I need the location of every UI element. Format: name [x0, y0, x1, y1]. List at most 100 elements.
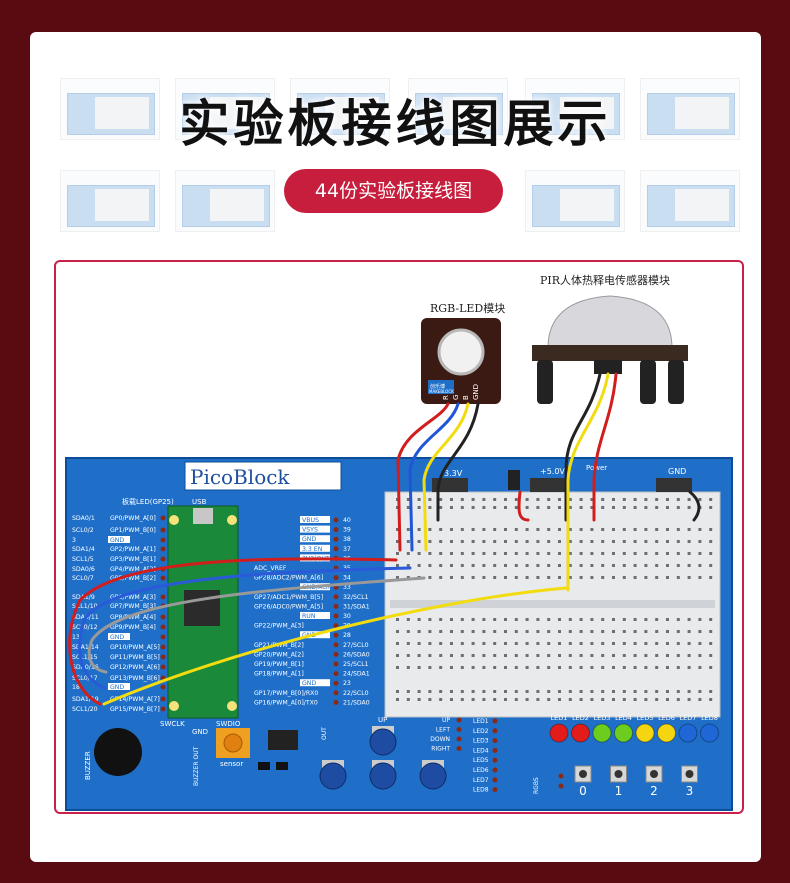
breadboard-hole: [504, 498, 507, 501]
breadboard-hole: [514, 666, 518, 669]
breadboard-hole: [622, 698, 626, 701]
breadboard-hole: [471, 666, 475, 669]
key-cap[interactable]: [650, 770, 658, 778]
pin-header: [160, 515, 166, 521]
breadboard-hole: [525, 552, 529, 555]
breadboard-hole: [504, 528, 507, 531]
breadboard-hole: [536, 618, 540, 621]
breadboard-hole: [439, 618, 443, 621]
pin-header: [160, 575, 166, 581]
key-cap[interactable]: [579, 770, 587, 778]
breadboard-hole: [622, 690, 626, 693]
breadboard-hole: [601, 642, 605, 645]
breadboard-hole: [460, 618, 464, 621]
led-label: LED3: [594, 714, 611, 722]
breadboard-hole: [676, 630, 680, 633]
pin-number: SCL1/15: [72, 654, 98, 661]
breadboard-hole: [482, 698, 486, 701]
breadboard-hole: [558, 654, 561, 657]
breadboard-hole: [579, 564, 583, 567]
breadboard-hole: [655, 506, 659, 509]
wires: [68, 372, 701, 706]
wire-gp-blue: [78, 566, 412, 690]
breadboard-hole: [558, 666, 561, 669]
breadboard-hole: [666, 540, 669, 543]
breadboard-hole: [396, 618, 399, 621]
breadboard-hole: [601, 564, 605, 567]
breadboard-hole: [558, 630, 561, 633]
breadboard-hole: [450, 654, 453, 657]
breadboard-hole: [644, 618, 648, 621]
pin-number: SDA0/1: [72, 515, 95, 522]
breadboard-hole: [568, 564, 572, 567]
subtitle-badge: 44份实验板接线图: [284, 169, 503, 213]
pin-header: [333, 623, 339, 629]
wire-pir-out: [566, 372, 610, 592]
breadboard-hole: [601, 690, 605, 693]
gnd-tag: [108, 536, 130, 543]
breadboard-hole: [406, 498, 410, 501]
pin-name: GP13/PWM_B[6]: [110, 675, 160, 682]
breadboard-hole: [514, 690, 518, 693]
breadboard-hole: [417, 528, 421, 531]
breadboard-hole: [676, 498, 680, 501]
breadboard-hole: [579, 552, 583, 555]
breadboard-hole: [439, 698, 443, 701]
breadboard-hole: [471, 498, 475, 501]
breadboard-hole: [504, 576, 507, 579]
led-label: LED6: [658, 714, 675, 722]
button-left[interactable]: [319, 762, 347, 790]
breadboard-hole: [514, 576, 518, 579]
breadboard-hole: [612, 528, 615, 531]
pin-name: GP3/PWM_B[1]: [110, 556, 156, 563]
ic-chip: [268, 730, 298, 750]
breadboard-hole: [644, 552, 648, 555]
breadboard-hole: [568, 528, 572, 531]
pin-number: 34: [343, 575, 351, 582]
breadboard-hole: [655, 654, 659, 657]
wire-pir-vcc: [592, 372, 618, 522]
pin-name: GND: [110, 634, 124, 641]
gnd-tag: [108, 683, 130, 690]
breadboard-hole: [655, 666, 659, 669]
key-cap[interactable]: [685, 770, 694, 778]
led-3: [592, 723, 612, 743]
breadboard-hole: [396, 654, 399, 657]
led-label: LED1: [551, 714, 568, 722]
breadboard-hole: [504, 654, 507, 657]
key-cap[interactable]: [614, 770, 623, 778]
breadboard-hole: [536, 564, 540, 567]
pin-header: [333, 661, 339, 667]
button-down[interactable]: [369, 762, 397, 790]
potentiometer-knob[interactable]: [223, 733, 243, 753]
breadboard-hole: [406, 630, 410, 633]
breadboard-hole: [525, 698, 529, 701]
pin-name: GP16/PWM_A[0]/TX0: [254, 699, 318, 706]
breadboard-hole: [644, 698, 648, 701]
led-pin-label: LED8: [473, 787, 489, 794]
breadboard-hole: [439, 498, 443, 501]
breadboard-hole: [655, 618, 659, 621]
breadboard-hole: [709, 506, 713, 509]
button-up[interactable]: [369, 728, 397, 756]
breadboard-hole: [493, 630, 497, 633]
breadboard-hole: [655, 690, 659, 693]
led-pin-label: LED6: [473, 767, 489, 774]
breadboard-hole: [428, 498, 432, 501]
pin-number: 18: [72, 684, 80, 691]
pin-number: SCL0/12: [72, 624, 98, 631]
breadboard-hole: [525, 506, 529, 509]
breadboard-hole: [536, 552, 540, 555]
breadboard-hole: [568, 690, 572, 693]
pin-number: 33: [343, 584, 351, 591]
breadboard-hole: [439, 540, 443, 543]
breadboard-hole: [655, 540, 659, 543]
pin-header: [558, 783, 564, 789]
button-right[interactable]: [419, 762, 447, 790]
breadboard-hole: [525, 666, 529, 669]
led-label: 板载LED(GP25): [122, 497, 174, 506]
thumbnail: [175, 170, 275, 232]
breadboard-hole: [687, 528, 691, 531]
pin-header: [492, 787, 498, 793]
